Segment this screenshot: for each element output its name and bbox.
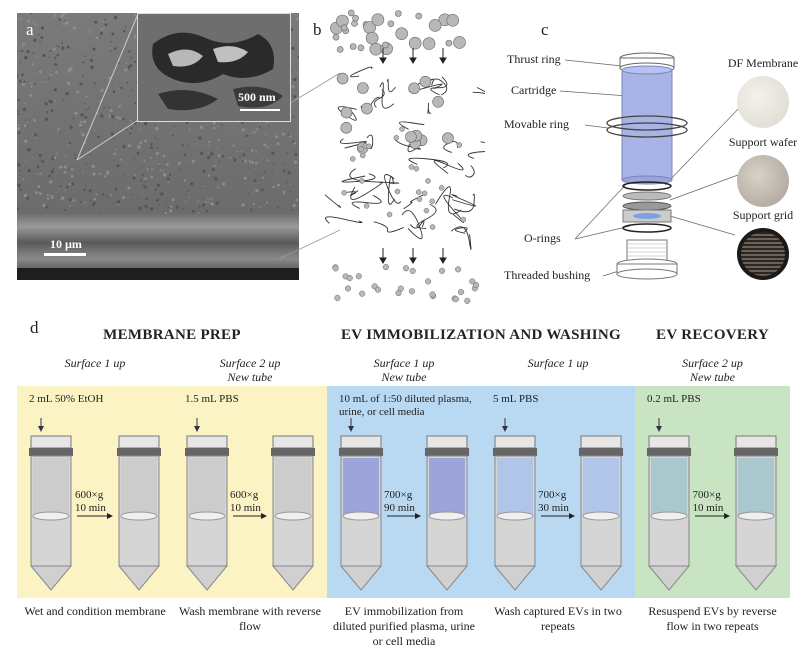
surface-label: Surface 2 up	[219, 356, 281, 370]
tube-before-spin	[647, 435, 691, 591]
surface-label: Surface 1 up	[527, 356, 589, 370]
reagent-volume-label: 10 mL of 1:50 diluted plasma, urine, or …	[339, 393, 472, 418]
support-grid-photo	[737, 228, 789, 280]
reagent-volume-label: 2 mL 50% EtOH	[29, 393, 104, 405]
tube-after-spin	[579, 435, 623, 591]
label-support-wafer: Support wafer	[728, 135, 798, 149]
spin-speed: 600×g	[75, 489, 104, 501]
step-caption: Resuspend EVs by reverse flow in two rep…	[648, 604, 777, 633]
tube-after-spin	[734, 435, 778, 591]
tube-after-spin	[117, 435, 161, 591]
panel-d-letter: d	[30, 318, 39, 337]
new-tube-label: New tube	[381, 370, 427, 384]
surface-label: Surface 1 up	[64, 356, 126, 370]
label-threaded-bushing: Threaded bushing	[504, 268, 591, 282]
centrifuge-tube-pair	[647, 418, 778, 591]
surface-label: Surface 1 up	[373, 356, 435, 370]
label-cartridge: Cartridge	[511, 83, 557, 97]
inset-pore-texture	[138, 14, 290, 121]
sem-inset-zoom: 500 nm	[137, 13, 291, 122]
df-membrane-photo	[737, 76, 789, 128]
spin-time: 10 min	[230, 502, 261, 514]
spin-speed: 700×g	[538, 489, 567, 501]
label-support-grid: Support grid	[732, 208, 794, 222]
reagent-volume-label: 5 mL PBS	[493, 393, 539, 405]
centrifuge-tube-pair	[29, 418, 161, 591]
spin-time: 10 min	[692, 502, 724, 514]
spin-speed: 700×g	[384, 489, 413, 501]
label-movable-ring: Movable ring	[504, 117, 569, 131]
reagent-volume-label: 0.2 mL PBS	[647, 393, 701, 405]
centrifuge-tube-pair	[185, 418, 315, 591]
centrifuge-tube-pair	[339, 418, 469, 591]
surface-label: Surface 2 up	[682, 356, 743, 370]
step-caption: Wash membrane with reverse flow	[179, 604, 321, 633]
tube-before-spin	[185, 435, 229, 591]
spin-time: 10 min	[75, 502, 106, 514]
spin-speed: 700×g	[692, 489, 721, 501]
new-tube-label: New tube	[227, 370, 273, 384]
spin-time: 90 min	[384, 502, 415, 514]
centrifuge-tube-pair	[493, 418, 623, 591]
step-surface-orientation: Surface 1 up	[17, 356, 173, 370]
stage-ev-recovery: EV RECOVERY	[656, 327, 769, 343]
step-caption: Wash captured EVs in two repeats	[494, 604, 622, 633]
step-caption: Wet and condition membrane	[24, 604, 166, 618]
tube-after-spin	[271, 435, 315, 591]
panel-c-letter: c	[541, 20, 549, 39]
inset-scale-label: 500 nm	[238, 90, 276, 104]
reagent-volume-label: 1.5 mL PBS	[185, 393, 239, 405]
label-thrust-ring: Thrust ring	[507, 52, 561, 66]
tube-before-spin	[493, 435, 537, 591]
stage-membrane-prep: MEMBRANE PREP	[103, 327, 241, 343]
step-caption: EV immobilization from diluted purified …	[333, 604, 475, 648]
filtration-schematic	[325, 9, 485, 304]
panel-b-letter: b	[313, 20, 322, 39]
spin-speed: 600×g	[230, 489, 259, 501]
panel-a-letter: a	[26, 20, 34, 39]
spin-time: 30 min	[538, 502, 569, 514]
step-surface-orientation: Surface 1 up	[481, 356, 635, 370]
cartridge-exploded-view	[559, 52, 743, 280]
tube-before-spin	[339, 435, 383, 591]
main-scale-label: 10 µm	[50, 237, 82, 251]
label-o-rings: O-rings	[524, 231, 561, 245]
stage-ev-immobilization: EV IMMOBILIZATION AND WASHING	[340, 327, 621, 343]
support-wafer-photo	[737, 155, 789, 207]
new-tube-label: New tube	[690, 370, 735, 384]
tube-after-spin	[425, 435, 469, 591]
label-df-membrane: DF Membrane	[727, 56, 799, 70]
tube-before-spin	[29, 435, 73, 591]
